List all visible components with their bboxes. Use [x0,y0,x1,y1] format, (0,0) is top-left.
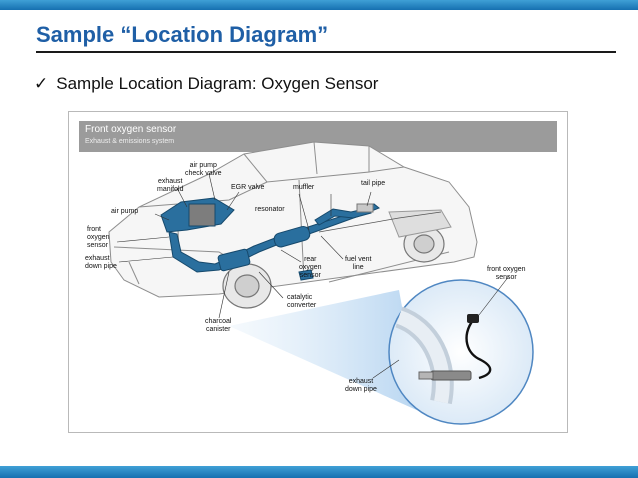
inset-down-pipe [394,306,454,405]
slide-title: Sample “Location Diagram” [36,22,329,47]
label-air-pump-check-valve: air pump check valve [185,162,222,177]
magnify-beam [229,290,421,412]
car-wheels [222,225,445,309]
bullet-text: Sample Location Diagram: Oxygen Sensor [56,74,379,93]
label-tail-pipe: tail pipe [361,180,386,187]
label-catalytic-converter: catalytic converter [287,294,317,309]
leader-lines [116,173,372,319]
label-fuel-vent-line: fuel vent line [345,256,372,271]
figure-header-subtitle: Exhaust & emissions system [85,138,175,145]
fuel-tank [388,209,452,238]
figure-header-title: Front oxygen sensor [85,124,177,135]
label-air-pump: air pump [111,208,139,215]
exhaust-system [160,197,380,281]
label-resonator: resonator [255,206,285,213]
label-front-oxygen-sensor: front oxygen sensor [87,226,110,249]
top-accent-bar [0,0,638,10]
label-charcoal-canister: charcoal canister [205,318,232,333]
fuel-vent-line-pipe [318,211,442,233]
bullet-item: ✓ Sample Location Diagram: Oxygen Sensor [34,74,378,94]
bottom-accent-bar [0,466,638,478]
car-exhaust-illustration [108,141,534,425]
oxygen-sensor-icon [418,314,492,381]
label-rear-oxygen-sensor: rear oxygen sensor [299,256,322,279]
magnified-inset [388,279,534,425]
label-inset-front-oxygen-sensor: front oxygen sensor [487,266,526,281]
label-egr-valve: EGR valve [231,184,265,191]
label-exhaust-down-pipe: exhaust down pipe [85,255,117,270]
checkmark-icon: ✓ [34,74,49,93]
label-inset-exhaust-down-pipe: exhaust down pipe [345,378,377,393]
label-exhaust-manifold: exhaust manifold [157,178,184,193]
inset-leader-lines [372,275,510,379]
location-diagram-figure: Front oxygen sensor Exhaust & emissions … [68,111,568,433]
title-underline [36,51,616,53]
label-muffler: muffler [293,184,315,191]
